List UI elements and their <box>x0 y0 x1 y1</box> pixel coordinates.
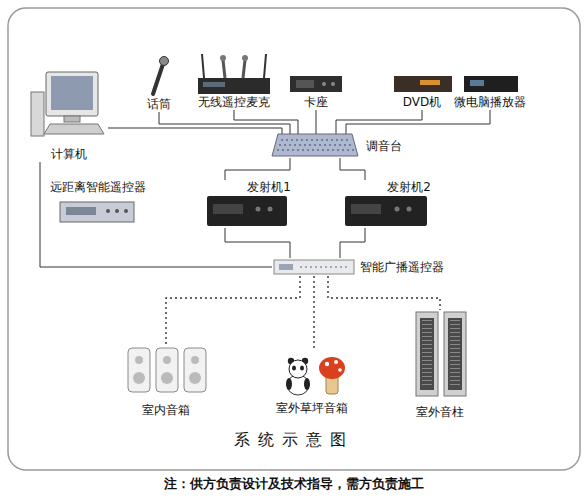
column-speaker-icon <box>416 312 466 396</box>
signal-wire <box>225 228 290 258</box>
remote-controller-box: 远距离智能遥控器 <box>50 180 150 224</box>
microphone-box: 话筒 <box>142 56 176 112</box>
broadcast-controller-box: 智能广播遥控器 <box>272 258 444 276</box>
device-label: 微电脑播放器 <box>452 95 528 110</box>
device-label: 话筒 <box>142 97 176 112</box>
device-label: DVD机 <box>390 95 454 110</box>
device-label: 无线遥控麦克 <box>192 95 276 110</box>
note-text: 注：供方负责设计及技术指导，需方负责施工 <box>0 475 588 493</box>
speaker-link <box>313 276 314 350</box>
mixer-icon <box>272 134 358 156</box>
signal-wire <box>108 128 282 134</box>
transmitter-icon <box>345 196 427 226</box>
cassette-deck-icon <box>290 76 342 92</box>
diagram-caption: 系统示意图 <box>0 430 588 451</box>
speaker-link <box>166 276 300 346</box>
device-label: 计算机 <box>30 147 108 162</box>
broadcast-controller-icon <box>274 260 354 274</box>
transmitter-box: 发射机2 <box>343 180 431 228</box>
media-player-box: 微电脑播放器 <box>452 68 528 110</box>
device-label: 室外草坪音箱 <box>262 401 362 416</box>
dvd-player-box: DVD机 <box>390 68 454 110</box>
column-speaker-box: 室外音柱 <box>408 310 472 420</box>
indoor-speaker-icon <box>128 348 206 392</box>
device-label: 室内音箱 <box>118 403 214 418</box>
lawn-speaker-box: 室外草坪音箱 <box>262 350 362 416</box>
mixer-box: 调音台 <box>272 134 402 158</box>
signal-wire <box>340 228 365 258</box>
microphone-icon <box>153 57 169 95</box>
signal-wire <box>336 110 422 134</box>
lawn-speaker-icon <box>286 357 345 395</box>
device-label: 发射机2 <box>387 180 431 195</box>
indoor-speaker-box: 室内音箱 <box>118 346 214 418</box>
cassette-deck-box: 卡座 <box>286 68 346 110</box>
media-player-icon <box>464 76 518 92</box>
device-label: 远距离智能遥控器 <box>50 180 146 195</box>
computer-box: 计算机 <box>30 70 108 162</box>
transmitter-box: 发射机1 <box>205 180 291 228</box>
signal-wire <box>234 110 298 134</box>
wireless-mic-box: 无线遥控麦克 <box>192 52 276 110</box>
remote-controller-icon <box>60 202 134 222</box>
device-label: 室外音柱 <box>408 405 472 420</box>
computer-icon <box>31 72 104 136</box>
signal-wire <box>340 158 365 180</box>
device-label: 卡座 <box>286 95 346 110</box>
frame-border <box>8 8 580 470</box>
transmitter-icon <box>207 196 287 226</box>
device-label: 发射机1 <box>247 180 291 195</box>
dvd-player-icon <box>394 76 452 92</box>
signal-wire <box>316 110 317 134</box>
wireless-mic-icon <box>198 54 270 94</box>
signal-wire <box>159 112 290 134</box>
signal-wire <box>346 110 490 134</box>
signal-wire <box>225 158 290 180</box>
device-label: 智能广播遥控器 <box>360 260 444 275</box>
speaker-link <box>328 276 440 310</box>
device-label: 调音台 <box>366 139 402 154</box>
